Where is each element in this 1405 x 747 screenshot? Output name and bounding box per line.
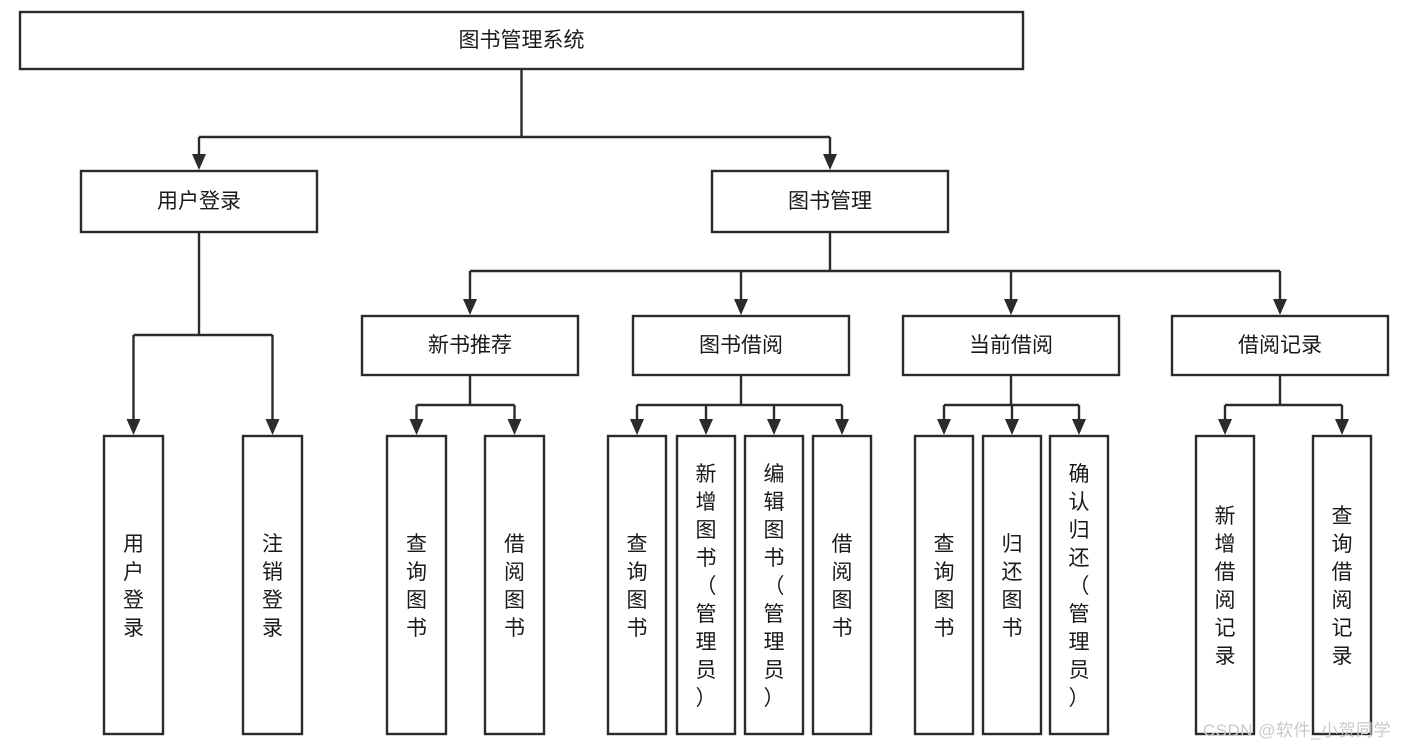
connector-bookmgmt-to-level2 <box>463 232 1287 315</box>
node-label-recommend-query-book: 查询图书 <box>406 533 427 640</box>
node-current-query-book[interactable]: 查询图书 <box>913 434 975 736</box>
node-box-borrow-records <box>1170 314 1390 377</box>
arrow-head-icon <box>937 419 951 435</box>
node-label-borrow-query-book: 查询图书 <box>627 533 648 640</box>
node-label-current-borrow: 当前借阅 <box>969 334 1053 357</box>
connector-layer <box>126 69 1349 435</box>
node-layer: 图书管理系统用户登录用户登录注销登录图书管理新书推荐查询图书借阅图书图书借阅查询… <box>18 10 1390 736</box>
node-box-borrow-borrow-book <box>811 434 873 736</box>
node-borrow-add-book-admin[interactable]: 新增图书（管理员） <box>675 434 737 736</box>
node-records-add-record[interactable]: 新增借阅记录 <box>1194 434 1256 736</box>
node-box-user-login-leaf <box>102 434 165 736</box>
node-label-borrow-records: 借阅记录 <box>1238 334 1322 357</box>
node-box-user-login <box>79 169 319 234</box>
arrow-head-icon <box>126 419 141 435</box>
node-recommend-borrow-book[interactable]: 借阅图书 <box>483 434 546 736</box>
node-records-query-record[interactable]: 查询借阅记录 <box>1311 434 1373 736</box>
node-current-confirm-return-admin[interactable]: 确认归还（管理员） <box>1048 434 1110 736</box>
arrow-head-icon <box>1218 419 1232 435</box>
arrow-head-icon <box>1273 299 1287 315</box>
arrow-head-icon <box>699 419 713 435</box>
node-borrow-edit-book-admin[interactable]: 编辑图书（管理员） <box>743 434 805 736</box>
node-label-borrow-edit-book-admin: 编辑图书（管理员） <box>764 463 785 710</box>
arrow-head-icon <box>1005 419 1019 435</box>
node-user-login-leaf[interactable]: 用户登录 <box>102 434 165 736</box>
arrow-head-icon <box>507 419 522 435</box>
node-label-records-query-record: 查询借阅记录 <box>1332 505 1353 668</box>
node-recommend-query-book[interactable]: 查询图书 <box>385 434 448 736</box>
arrow-head-icon <box>1004 299 1018 315</box>
node-label-user-login-leaf: 用户登录 <box>123 533 144 640</box>
node-current-borrow[interactable]: 当前借阅 <box>901 314 1121 377</box>
arrow-head-icon <box>265 419 280 435</box>
node-box-borrow-query-book <box>606 434 668 736</box>
arrow-head-icon <box>1335 419 1349 435</box>
node-label-logout-leaf: 注销登录 <box>262 533 283 640</box>
arrow-head-icon <box>409 419 424 435</box>
node-label-current-confirm-return-admin: 确认归还（管理员） <box>1069 463 1090 710</box>
node-label-book-management: 图书管理 <box>788 190 872 213</box>
connector-records-to-leaves <box>1218 375 1349 435</box>
node-box-current-query-book <box>913 434 975 736</box>
node-label-borrow-borrow-book: 借阅图书 <box>832 533 853 640</box>
node-root[interactable]: 图书管理系统 <box>18 10 1025 71</box>
node-box-new-book-recommend <box>360 314 580 377</box>
node-box-recommend-borrow-book <box>483 434 546 736</box>
node-borrow-records[interactable]: 借阅记录 <box>1170 314 1390 377</box>
node-book-borrow[interactable]: 图书借阅 <box>631 314 851 377</box>
connector-bookborrow-to-leaves <box>630 375 849 435</box>
connector-root-to-level1 <box>192 69 837 170</box>
node-box-records-query-record <box>1311 434 1373 736</box>
node-box-current-borrow <box>901 314 1121 377</box>
node-borrow-query-book[interactable]: 查询图书 <box>606 434 668 736</box>
node-logout-leaf[interactable]: 注销登录 <box>241 434 304 736</box>
node-box-borrow-add-book-admin <box>675 434 737 736</box>
node-book-management[interactable]: 图书管理 <box>710 169 950 234</box>
node-box-book-management <box>710 169 950 234</box>
node-label-book-borrow: 图书借阅 <box>699 334 783 357</box>
node-label-records-add-record: 新增借阅记录 <box>1215 505 1236 668</box>
node-box-recommend-query-book <box>385 434 448 736</box>
node-borrow-borrow-book[interactable]: 借阅图书 <box>811 434 873 736</box>
csdn-watermark: CSDN @软件_小贺同学 <box>1202 721 1391 740</box>
node-box-book-borrow <box>631 314 851 377</box>
arrow-head-icon <box>823 154 837 170</box>
node-user-login[interactable]: 用户登录 <box>79 169 319 234</box>
connector-userlogin-to-leaves <box>126 232 280 435</box>
node-label-current-query-book: 查询图书 <box>934 533 955 640</box>
node-box-records-add-record <box>1194 434 1256 736</box>
node-label-borrow-add-book-admin: 新增图书（管理员） <box>696 463 717 710</box>
node-label-recommend-borrow-book: 借阅图书 <box>504 533 525 640</box>
node-box-current-confirm-return-admin <box>1048 434 1110 736</box>
node-box-current-return-book <box>981 434 1043 736</box>
node-current-return-book[interactable]: 归还图书 <box>981 434 1043 736</box>
node-label-user-login: 用户登录 <box>157 190 241 213</box>
arrow-head-icon <box>734 299 748 315</box>
node-label-root: 图书管理系统 <box>459 29 585 52</box>
node-new-book-recommend[interactable]: 新书推荐 <box>360 314 580 377</box>
arrow-head-icon <box>835 419 849 435</box>
arrow-head-icon <box>463 299 477 315</box>
arrow-head-icon <box>767 419 781 435</box>
node-label-current-return-book: 归还图书 <box>1002 533 1023 640</box>
arrow-head-icon <box>630 419 644 435</box>
node-box-logout-leaf <box>241 434 304 736</box>
connector-recommend-to-leaves <box>409 375 522 435</box>
arrow-head-icon <box>192 154 206 170</box>
node-box-root <box>18 10 1025 71</box>
arrow-head-icon <box>1072 419 1086 435</box>
connector-currentborrow-to-leaves <box>937 375 1086 435</box>
node-box-borrow-edit-book-admin <box>743 434 805 736</box>
node-label-new-book-recommend: 新书推荐 <box>428 334 512 357</box>
